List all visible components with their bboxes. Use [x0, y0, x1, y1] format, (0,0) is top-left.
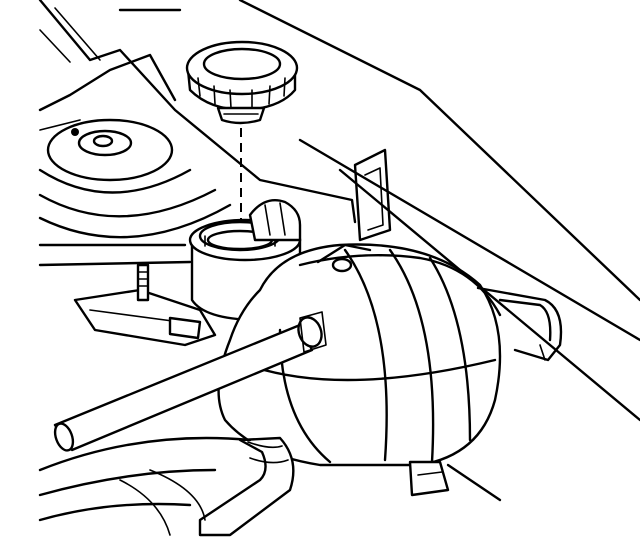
- pressure-cap: [185, 40, 299, 125]
- coolant-reservoir: [217, 243, 502, 467]
- body-panel: [38, 0, 640, 422]
- overflow-hose: [53, 311, 327, 452]
- strut-tower: [38, 118, 232, 267]
- mounting-bracket: [73, 288, 217, 347]
- mounting-bracket-right: [476, 286, 563, 362]
- vent-tube: [248, 198, 302, 242]
- lower-hose: [38, 436, 295, 537]
- mounting-stud: [136, 263, 150, 302]
- drain-fitting: [408, 460, 502, 502]
